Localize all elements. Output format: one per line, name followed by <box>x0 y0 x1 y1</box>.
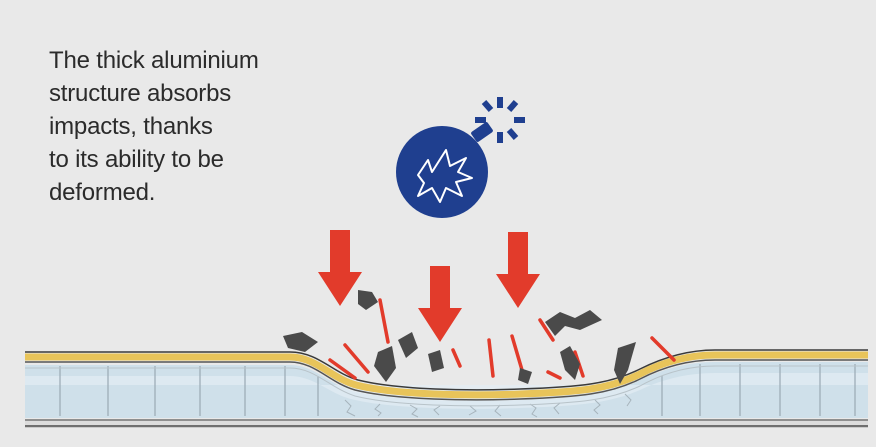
impact-arrows <box>318 230 540 342</box>
debris-piece <box>614 342 636 384</box>
debris-piece <box>374 346 396 382</box>
core-cells-right <box>661 364 856 416</box>
spark-icon <box>475 97 525 143</box>
panel-core-highlight <box>25 373 868 409</box>
caption-text: The thick aluminium structure absorbs im… <box>49 44 309 209</box>
debris-piece <box>283 332 318 352</box>
core-cells-left <box>59 366 319 416</box>
arrow-down-icon <box>496 232 540 308</box>
top-skin-inner <box>25 359 868 401</box>
debris-piece <box>545 310 602 336</box>
caption-line-4: to its ability to be <box>49 146 224 173</box>
arrow-down-icon <box>318 230 362 306</box>
debris-piece <box>518 368 532 384</box>
crushed-cells <box>344 393 632 418</box>
top-skin-yellow <box>25 351 868 399</box>
caption-line-3: impacts, thanks <box>49 113 213 140</box>
caption-line-5: deformed. <box>49 179 156 206</box>
debris-piece <box>428 350 444 372</box>
caption-line-1: The thick aluminium <box>49 47 259 74</box>
aluminium-panel <box>25 349 868 428</box>
top-skin-bottom-line <box>25 365 868 407</box>
impact-streaks <box>328 298 676 380</box>
debris-piece <box>398 332 418 358</box>
debris-piece <box>358 290 378 310</box>
bottom-skin-fill <box>25 421 868 425</box>
debris-piece <box>560 346 580 380</box>
bomb-icon <box>396 97 525 218</box>
arrow-down-icon <box>418 266 462 342</box>
debris-fragments <box>283 290 636 384</box>
caption-line-2: structure absorbs <box>49 80 232 107</box>
top-skin-outer <box>25 349 868 391</box>
